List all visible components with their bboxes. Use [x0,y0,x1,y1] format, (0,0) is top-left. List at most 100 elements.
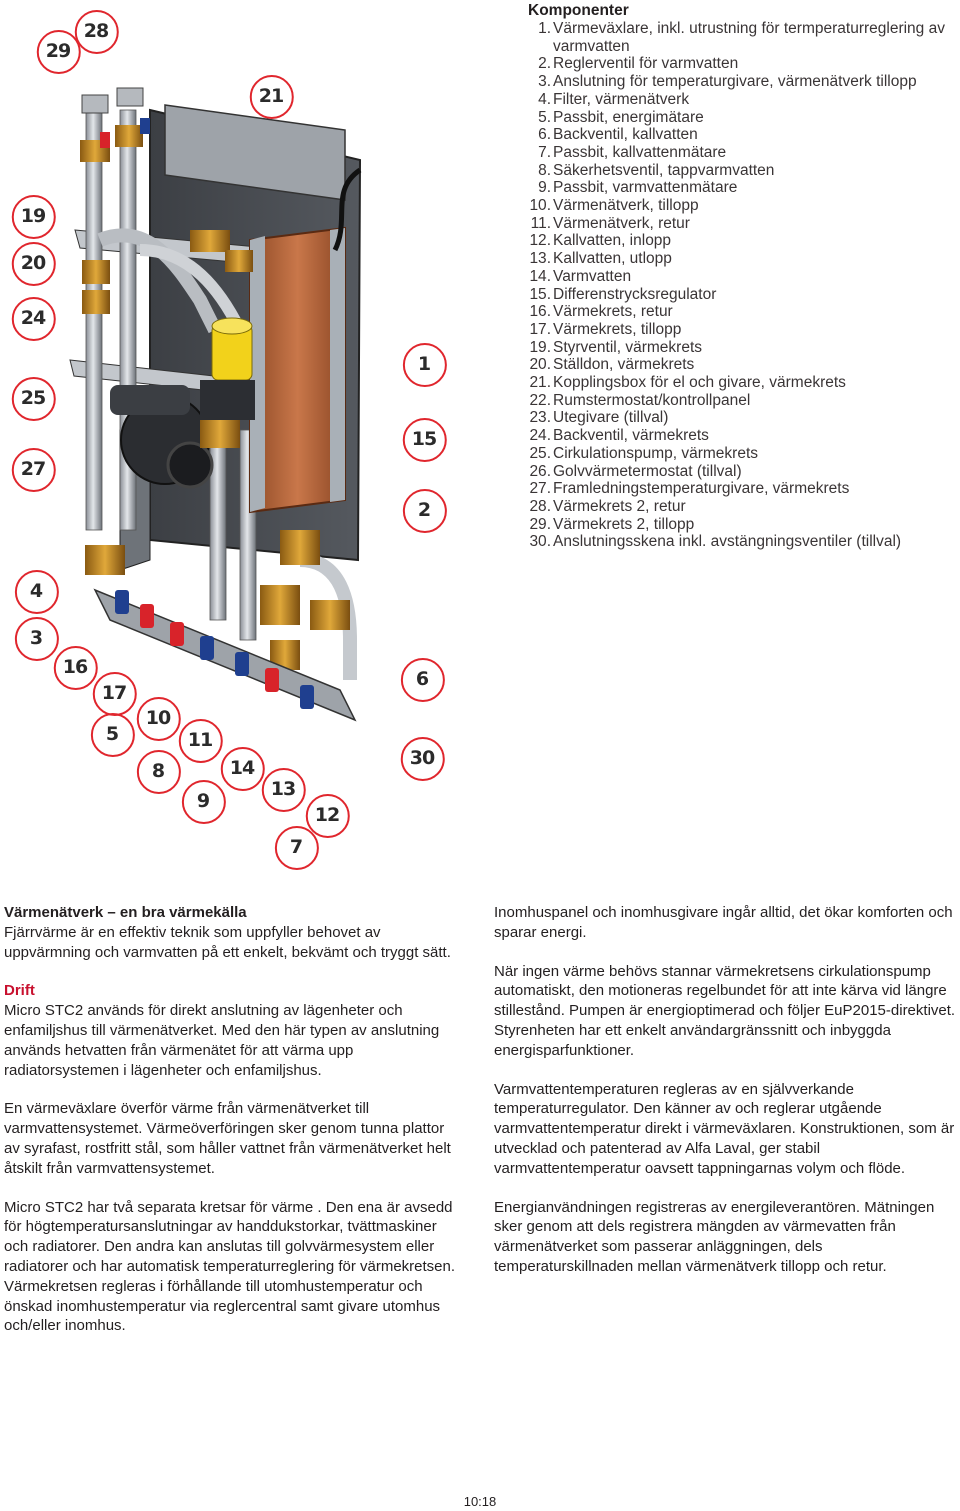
callout-5: 5 [90,713,136,757]
component-item: 8Säkerhetsventil, tappvarmvatten [528,162,958,180]
drift-paragraph-2: En värmeväxlare överför värme från värme… [4,1100,451,1177]
component-item: 9Passbit, varmvattenmätare [528,179,958,197]
component-text: Framledningstemperaturgivare, värmekrets [553,480,850,498]
upper-plate [164,104,346,201]
component-number: 8 [528,162,551,180]
callout-12: 12 [305,794,351,838]
component-item: 29Värmekrets 2, tillopp [528,516,958,534]
component-item: 26Golvvärmetermostat (tillval) [528,463,958,481]
component-item: 12Kallvatten, inlopp [528,232,958,250]
substation-illustration: 29 28 21 19 20 24 1 25 15 27 2 4 3 16 6 … [0,0,520,880]
callout-7: 7 [274,826,320,870]
callout-25: 25 [11,377,57,421]
component-item: 20Ställdon, värmekrets [528,356,958,374]
sensor-cable [332,167,362,252]
component-number: 15 [528,286,551,304]
component-text: Reglerventil för varmvatten [553,55,739,73]
component-item: 27Framledningstemperaturgivare, värmekre… [528,480,958,498]
right-paragraph-1: Inomhuspanel och inomhusgivare ingår all… [494,904,953,941]
callout-4: 4 [14,570,60,614]
component-text: Passbit, varmvattenmätare [553,179,738,197]
component-text: Värmekrets 2, retur [553,497,686,515]
drift-heading: Drift [4,982,35,1000]
brass-fittings [80,125,350,670]
component-number: 17 [528,321,551,339]
component-number: 28 [528,498,551,516]
component-number: 14 [528,268,551,286]
component-number: 23 [528,409,551,427]
component-number: 4 [528,91,551,109]
component-item: 5Passbit, energimätare [528,109,958,127]
component-item: 11Värmenätverk, retur [528,215,958,233]
callout-24: 24 [11,297,57,341]
component-number: 7 [528,144,551,162]
component-item: 14Varmvatten [528,268,958,286]
component-number: 10 [528,197,551,215]
callout-30: 30 [400,737,446,781]
drift-paragraph-1: Micro STC2 används för direkt anslutning… [4,1002,440,1079]
callout-11: 11 [178,719,224,763]
component-item: 25Cirkulationspump, värmekrets [528,445,958,463]
component-number: 6 [528,126,551,144]
component-item: 3Anslutning för temperaturgivare, värmen… [528,73,958,91]
component-text: Värmekrets 2, tillopp [553,515,695,533]
component-text: Backventil, värmekrets [553,427,709,445]
component-text: Säkerhetsventil, tappvarmvatten [553,161,775,179]
component-number: 27 [528,480,551,498]
component-text: Differenstrycksregulator [553,285,717,303]
callout-1: 1 [402,343,448,387]
component-number: 22 [528,392,551,410]
component-number: 26 [528,463,551,481]
callout-27: 27 [11,448,57,492]
callout-21: 21 [249,75,295,119]
component-item: 1Värmeväxlare, inkl. utrustning för term… [528,20,958,55]
component-text: Värmekrets, retur [553,303,673,321]
drift-paragraph-3: Micro STC2 har två separata kretsar för … [4,1198,456,1335]
component-list-heading: Komponenter [528,2,629,19]
callout-8: 8 [136,750,182,794]
component-number: 24 [528,427,551,445]
component-number: 20 [528,356,551,374]
callout-15: 15 [402,418,448,462]
component-text: Rumstermostat/kontrollpanel [553,391,751,409]
component-item: 4Filter, värmenätverk [528,91,958,109]
component-text: Passbit, energimätare [553,108,704,126]
component-number: 9 [528,179,551,197]
intro-paragraph: Fjärrvärme är en effektiv teknik som upp… [4,923,451,961]
component-list: Komponenter 1Värmeväxlare, inkl. utrustn… [528,2,958,551]
component-text: Backventil, kallvatten [553,126,698,144]
component-number: 1 [528,20,551,38]
component-number: 19 [528,339,551,357]
component-text: Kallvatten, utlopp [553,250,672,268]
component-number: 25 [528,445,551,463]
component-text: Golvvärmetermostat (tillval) [553,462,742,480]
callout-13: 13 [261,768,307,812]
component-text: Styrventil, värmekrets [553,338,703,356]
callout-6: 6 [400,658,446,702]
component-text: Filter, värmenätverk [553,90,690,108]
component-number: 3 [528,73,551,91]
callout-20: 20 [11,242,57,286]
component-text: Värmekrets, tillopp [553,320,682,338]
component-text: Passbit, kallvattenmätare [553,143,727,161]
component-item: 19Styrventil, värmekrets [528,339,958,357]
component-item: 28Värmekrets 2, retur [528,498,958,516]
component-number: 21 [528,374,551,392]
component-text: Kopplingsbox för el och givare, värmekre… [553,374,846,392]
section-title: Värmenätverk – en bra värmekälla [4,904,247,921]
callout-2: 2 [402,489,448,533]
callout-19: 19 [11,195,57,239]
right-paragraph-2: När ingen värme behövs stannar värmekret… [494,962,956,1059]
component-text: Värmenätverk, retur [553,214,690,232]
component-item: 13Kallvatten, utlopp [528,250,958,268]
component-text: Varmvatten [553,267,632,285]
component-text: Ställdon, värmekrets [553,356,695,374]
component-items: 1Värmeväxlare, inkl. utrustning för term… [528,20,958,551]
component-item: 7Passbit, kallvattenmätare [528,144,958,162]
component-number: 11 [528,215,551,233]
component-item: 24Backventil, värmekrets [528,427,958,445]
pipe-left-1 [85,109,103,531]
component-item: 2Reglerventil för varmvatten [528,55,958,73]
component-item: 10Värmenätverk, tillopp [528,197,958,215]
component-number: 29 [528,516,551,534]
